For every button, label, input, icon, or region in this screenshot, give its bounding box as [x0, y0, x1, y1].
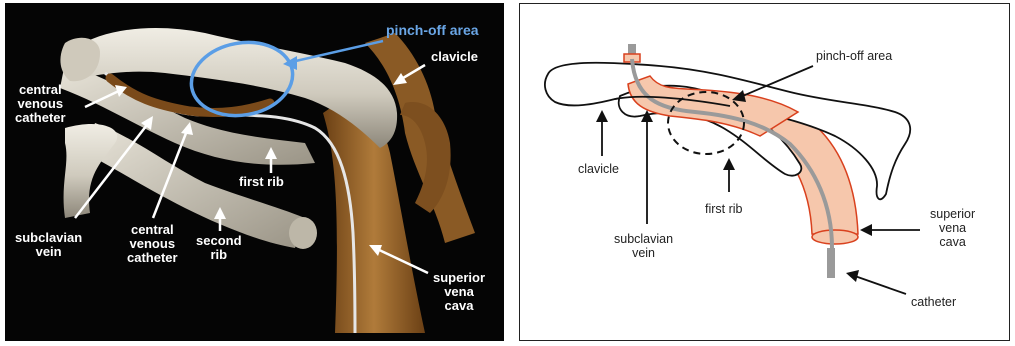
label-superior-vena-cava-ct: superior vena cava [433, 271, 485, 313]
label-pinch-off-area-ct: pinch-off area [386, 23, 479, 38]
catheter-arrow-schematic [852, 275, 906, 294]
label-subclavian-vein-schematic: subclavian vein [614, 232, 673, 260]
label-clavicle-schematic: clavicle [578, 162, 619, 176]
label-pinch-off-area-schematic: pinch-off area [816, 49, 892, 63]
label-superior-vena-cava-schematic: superior vena cava [930, 207, 975, 249]
catheter-tip [827, 248, 835, 278]
label-catheter-schematic: catheter [911, 295, 956, 309]
label-first-rib-schematic: first rib [705, 202, 743, 216]
label-subclavian-vein-ct: subclavian vein [15, 231, 82, 259]
label-clavicle-ct: clavicle [431, 50, 478, 64]
ct-rendering-panel: pinch-off area clavicle central venous c… [5, 3, 504, 341]
label-first-rib-ct: first rib [239, 175, 284, 189]
label-central-venous-catheter-top: central venous catheter [15, 83, 66, 125]
second-rib-end [289, 217, 317, 249]
label-central-venous-catheter-bottom: central venous catheter [127, 223, 178, 265]
schematic-panel: pinch-off area clavicle first rib subcla… [519, 3, 1010, 341]
left-rib-bone [64, 124, 118, 218]
ct-rendering-illustration [5, 3, 504, 341]
svc-tube-opening [812, 230, 858, 244]
label-second-rib-ct: second rib [196, 234, 242, 262]
